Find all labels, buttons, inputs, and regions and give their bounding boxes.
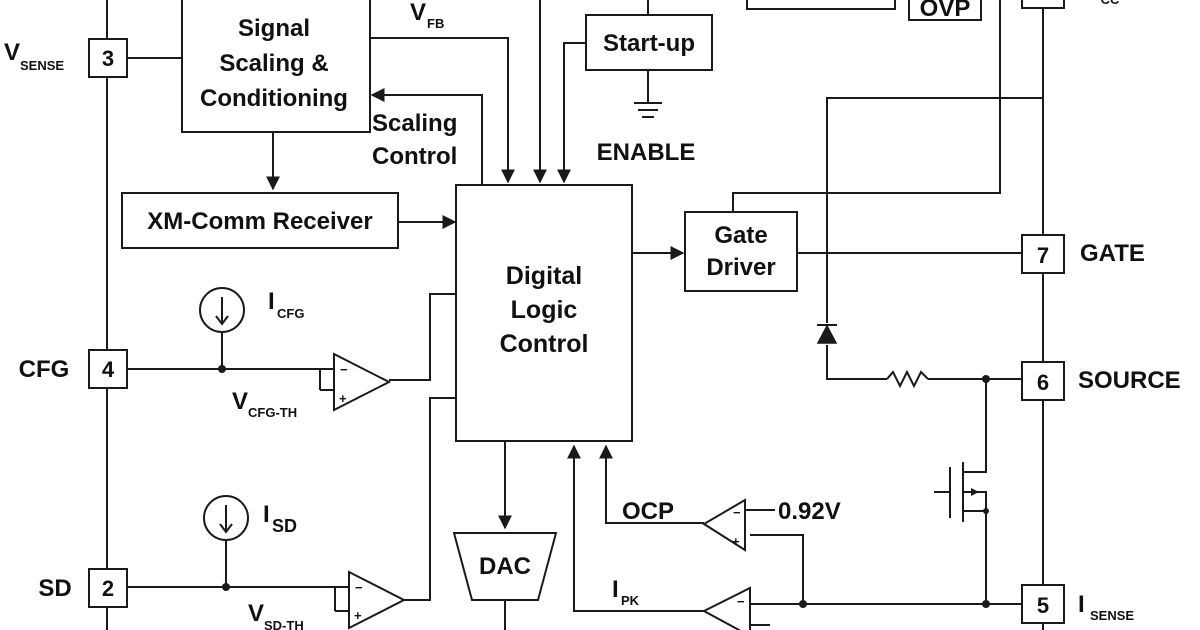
svg-text:DAC: DAC [479, 553, 531, 580]
diode-symbol [816, 324, 838, 344]
label-scaling-control: Scaling Control [372, 110, 457, 170]
svg-text:Logic: Logic [511, 296, 578, 324]
xm-comm-receiver-block: XM-Comm Receiver [121, 192, 399, 249]
label-icfg: I CFG [268, 288, 304, 321]
svg-text:I: I [612, 576, 619, 603]
pin-isense: 5 I SENSE [1021, 584, 1134, 624]
svg-text:CC: CC [1101, 0, 1120, 7]
svg-text:I: I [1078, 591, 1085, 618]
svg-text:XM-Comm Receiver: XM-Comm Receiver [147, 208, 372, 235]
svg-text:I: I [263, 501, 270, 528]
svg-text:+: + [354, 608, 362, 623]
svg-text:2: 2 [102, 576, 114, 601]
svg-text:SD: SD [272, 516, 297, 536]
svg-text:−: − [340, 362, 348, 377]
svg-text:CFG: CFG [19, 356, 70, 383]
svg-text:−: − [355, 580, 363, 595]
isd-current-source [203, 495, 249, 541]
svg-text:SENSE: SENSE [1090, 608, 1134, 623]
startup-block: Start-up [585, 14, 713, 71]
svg-text:Signal: Signal [238, 15, 310, 42]
svg-text:SD: SD [38, 575, 71, 602]
svg-text:CFG-TH: CFG-TH [248, 405, 297, 420]
svg-text:CFG: CFG [277, 306, 304, 321]
pin-cfg: 4 CFG [19, 349, 128, 389]
label-ipk: I PK [612, 576, 640, 608]
svg-text:GATE: GATE [1080, 240, 1145, 267]
svg-text:OVP: OVP [920, 0, 971, 22]
svg-text:Scaling &: Scaling & [219, 50, 328, 77]
ovp-block: OVP [908, 0, 982, 22]
digital-logic-block: Digital Logic Control [455, 184, 633, 442]
pin-vsense: 3 V SENSE [4, 38, 128, 78]
svg-text:PK: PK [621, 593, 640, 608]
svg-text:V: V [4, 39, 20, 66]
svg-text:Driver: Driver [706, 254, 775, 281]
sd-comparator: − + [348, 570, 407, 630]
vcc-pin: CC [1021, 0, 1120, 9]
svg-text:5: 5 [1037, 593, 1049, 618]
dac-block: DAC [452, 532, 558, 601]
top-box-left [746, 0, 896, 10]
svg-text:FB: FB [427, 16, 444, 31]
svg-text:Gate: Gate [714, 222, 767, 249]
svg-text:Control: Control [372, 143, 457, 170]
mosfet-symbol [934, 462, 987, 522]
svg-text:+: + [732, 534, 740, 549]
ocp-comparator: − + [702, 498, 746, 552]
svg-text:Control: Control [500, 330, 589, 358]
svg-text:SD-TH: SD-TH [264, 618, 304, 630]
label-enable: ENABLE [597, 139, 696, 166]
label-vcfg-th: V CFG-TH [232, 388, 297, 420]
svg-text:4: 4 [102, 357, 115, 382]
label-isd: I SD [263, 501, 297, 536]
svg-text:V: V [232, 388, 248, 415]
svg-text:Conditioning: Conditioning [200, 85, 348, 112]
svg-text:7: 7 [1037, 243, 1049, 268]
label-ref-voltage: 0.92V [778, 498, 841, 525]
label-ocp: OCP [622, 498, 674, 525]
pin-sd: 2 SD [38, 568, 128, 608]
svg-text:SOURCE: SOURCE [1078, 367, 1181, 394]
pin-source: 6 SOURCE [1021, 361, 1181, 401]
svg-text:V: V [248, 600, 264, 627]
wires [106, 0, 1044, 630]
svg-text:−: − [733, 505, 741, 520]
gate-driver-block: Gate Driver [684, 211, 798, 292]
ipk-comparator: − [701, 586, 751, 630]
svg-text:3: 3 [102, 46, 114, 71]
pin-gate: 7 GATE [1021, 234, 1145, 274]
svg-text:V: V [410, 0, 426, 26]
cfg-comparator: − + [333, 352, 392, 412]
svg-text:Start-up: Start-up [603, 30, 695, 57]
svg-text:−: − [737, 594, 745, 609]
svg-text:Scaling: Scaling [372, 110, 457, 137]
icfg-current-source [199, 287, 245, 333]
svg-text:+: + [339, 391, 347, 406]
svg-text:6: 6 [1037, 370, 1049, 395]
signal-scaling-block: Signal Scaling & Conditioning [181, 0, 371, 133]
svg-text:SENSE: SENSE [20, 58, 64, 73]
svg-text:Digital: Digital [506, 262, 582, 290]
label-vfb: V FB [410, 0, 444, 31]
svg-text:I: I [268, 288, 275, 315]
label-vsd-th: V SD-TH [248, 600, 304, 630]
